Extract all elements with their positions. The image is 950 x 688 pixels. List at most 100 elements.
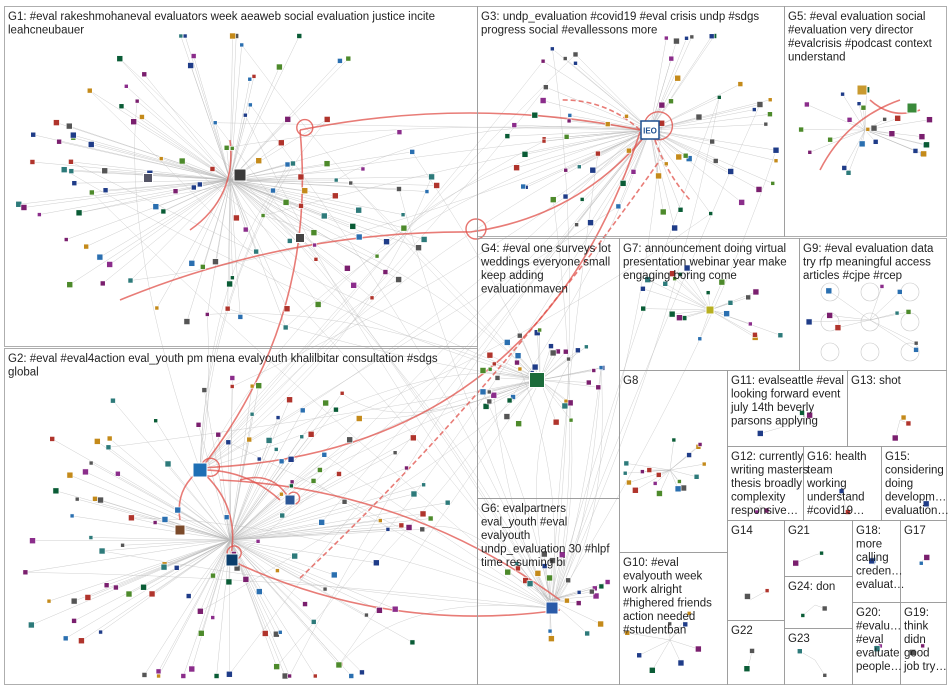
node-avatar	[62, 635, 69, 642]
edge-gray	[229, 179, 378, 257]
group-title-line: #highered friends	[623, 598, 712, 610]
edge-gray	[549, 595, 597, 601]
node-avatar	[486, 398, 493, 405]
edge-gray	[229, 539, 259, 542]
edge-gray	[229, 458, 260, 541]
node-avatar	[682, 621, 689, 628]
node-avatar	[491, 361, 497, 367]
edge-gray-long	[551, 48, 570, 609]
node-avatar	[172, 188, 179, 194]
node-avatar	[905, 309, 912, 315]
node-avatar	[383, 238, 390, 246]
node-avatar	[763, 507, 770, 514]
node-avatar	[313, 257, 319, 262]
edge-gray-long	[551, 402, 573, 609]
group-title-line: G8	[623, 375, 638, 387]
edge-gray	[59, 141, 231, 181]
node-avatar	[224, 305, 231, 312]
node-avatar	[183, 318, 191, 325]
edge-gray	[102, 179, 231, 284]
node-avatar	[310, 229, 318, 236]
node-avatar	[845, 170, 852, 176]
node-avatar	[301, 187, 309, 194]
group-title-g14: G14	[731, 525, 753, 537]
node-avatar	[656, 490, 663, 497]
node-ieo-label: IEO	[643, 127, 657, 136]
edge-gray-long	[199, 176, 432, 471]
nodes: IEO	[15, 32, 933, 680]
node-avatar	[537, 327, 542, 333]
node-avatar	[756, 101, 764, 108]
node-avatar	[546, 574, 553, 582]
edge-gray	[102, 539, 231, 552]
group-title-line: #evaluation very director	[788, 25, 913, 37]
edge-gray	[869, 319, 917, 351]
edge-self-loop	[465, 218, 487, 240]
node-avatar	[514, 359, 520, 366]
node-avatar	[116, 55, 124, 62]
edge-gray	[112, 400, 231, 541]
node-avatar	[640, 469, 645, 474]
node-avatar	[514, 352, 522, 359]
node-avatar	[212, 258, 219, 265]
edge-gray-long	[291, 379, 538, 487]
edge-gray	[229, 469, 321, 541]
node-avatar	[229, 32, 236, 40]
group-title-line: team	[807, 465, 833, 477]
node-avatar	[71, 180, 78, 186]
node-avatar	[754, 509, 760, 515]
node-avatar	[677, 206, 684, 213]
node-avatar	[141, 672, 148, 678]
node-avatar	[561, 402, 569, 410]
edge-red	[819, 99, 901, 171]
node-avatar	[533, 329, 541, 336]
group-boxes	[4, 6, 947, 685]
node-avatar	[279, 491, 284, 497]
node-avatar	[190, 53, 197, 59]
edge-gray-long	[551, 97, 720, 609]
edge-gray	[669, 639, 699, 650]
group-title-g22: G22	[731, 625, 753, 637]
edge-gray	[649, 83, 741, 131]
node-avatar	[541, 550, 548, 558]
edge-gray	[229, 44, 242, 181]
edge-gray-long	[227, 308, 538, 381]
group-title-line: G4: #eval one surveys lot	[481, 243, 612, 255]
group-title-line: evaluationmaven	[481, 284, 568, 296]
edge-gray	[229, 385, 259, 541]
node-avatar	[88, 460, 94, 466]
node-avatar	[299, 434, 305, 440]
node-avatar	[333, 406, 339, 413]
edge-gray	[229, 459, 292, 541]
node-avatar	[891, 434, 899, 442]
node-avatar	[894, 115, 901, 122]
edge-gray	[539, 379, 572, 421]
edge-gray	[158, 539, 231, 677]
node-avatar	[511, 122, 518, 128]
node-avatar	[348, 673, 355, 679]
group-title-line: looking forward event	[731, 389, 841, 401]
node-avatar	[562, 193, 569, 200]
edge-gray	[73, 134, 231, 181]
node-avatar	[256, 456, 262, 462]
edge-gray-long	[551, 104, 761, 609]
node-avatar	[640, 305, 647, 312]
node-avatar	[539, 97, 547, 104]
node-avatar	[868, 557, 876, 565]
edge-red	[199, 469, 281, 501]
node-avatar	[70, 597, 78, 605]
edge-gray	[649, 36, 712, 131]
group-title-line: G24: don	[788, 581, 835, 593]
node-avatar	[752, 107, 757, 112]
edge-gray	[229, 501, 345, 541]
node-avatar	[344, 265, 351, 272]
node-avatar	[158, 156, 164, 161]
node-avatar	[30, 131, 37, 138]
node-avatar	[409, 639, 416, 646]
edge-gray	[643, 308, 711, 311]
node-avatar	[531, 111, 539, 119]
group-title-line: undp_evaluation 30 #hlpf	[481, 544, 610, 556]
